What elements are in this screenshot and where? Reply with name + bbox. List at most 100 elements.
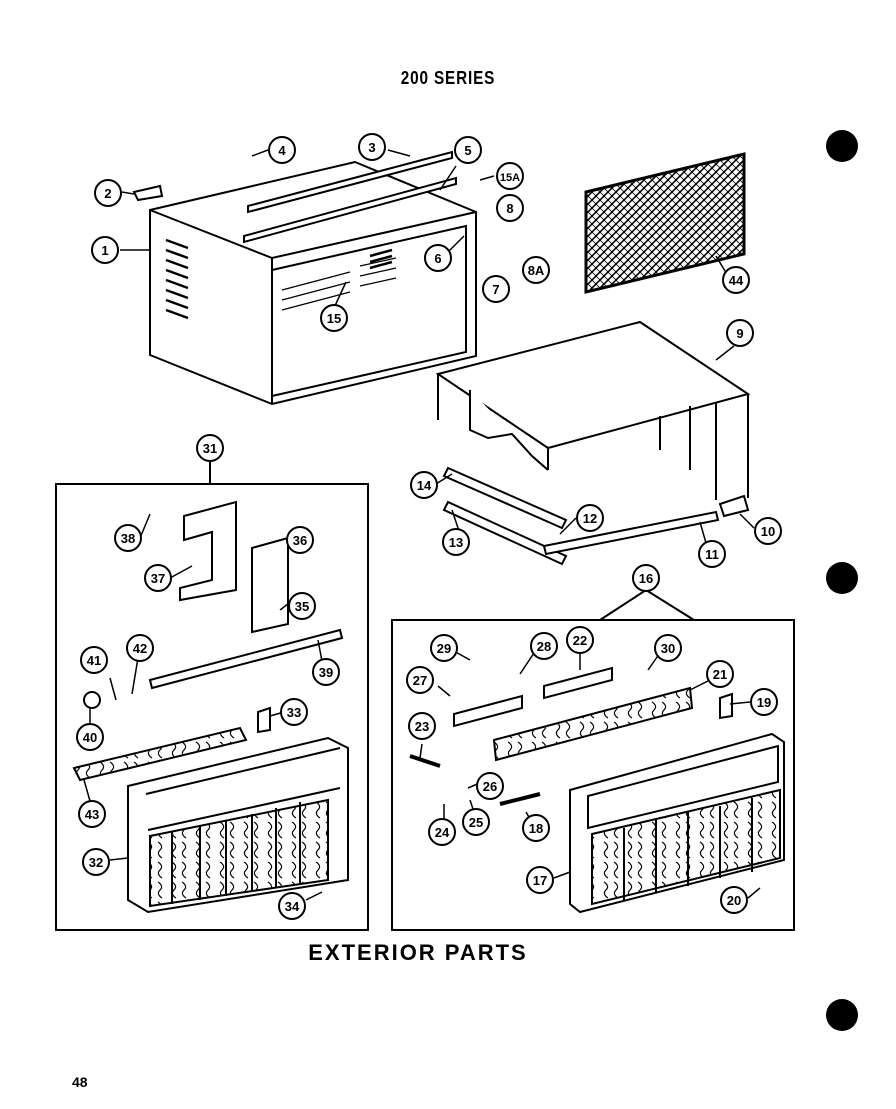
callout-42: 42 <box>126 634 154 662</box>
callout-label: 13 <box>449 535 463 550</box>
series-title: 200 SERIES <box>400 68 496 88</box>
cabinet-assembly <box>132 150 477 406</box>
right-kit-parts <box>409 666 785 914</box>
callout-20: 20 <box>720 886 748 914</box>
callout-label: 10 <box>761 524 775 539</box>
callout-label: 21 <box>713 667 727 682</box>
callout-label: 16 <box>639 571 653 586</box>
callout-label: 9 <box>736 326 743 341</box>
callout-38: 38 <box>114 524 142 552</box>
callout-32: 32 <box>82 848 110 876</box>
callout-label: 7 <box>492 282 499 297</box>
callout-label: 32 <box>89 855 103 870</box>
callout-label: 37 <box>151 571 165 586</box>
callout-label: 15A <box>500 172 520 184</box>
callout-label: 20 <box>727 893 741 908</box>
callout-31: 31 <box>196 434 224 462</box>
callout-label: 1 <box>101 243 108 258</box>
callout-label: 27 <box>413 673 427 688</box>
callout-28: 28 <box>530 632 558 660</box>
callout-label: 14 <box>417 478 432 493</box>
callout-label: 19 <box>757 695 771 710</box>
callout-24: 24 <box>428 818 456 846</box>
callout-label: 40 <box>83 730 97 745</box>
callout-18: 18 <box>522 814 550 842</box>
callout-16: 16 <box>632 564 660 592</box>
callout-30: 30 <box>654 634 682 662</box>
callout-label: 11 <box>705 547 719 562</box>
callout-3: 3 <box>358 133 386 161</box>
callout-label: 8 <box>506 201 513 216</box>
callout-label: 26 <box>483 779 497 794</box>
callout-4: 4 <box>268 136 296 164</box>
callout-label: 31 <box>203 441 217 456</box>
callout-10: 10 <box>754 517 782 545</box>
callout-9: 9 <box>726 319 754 347</box>
callout-6: 6 <box>424 244 452 272</box>
callout-label: 39 <box>319 665 333 680</box>
callout-label: 22 <box>573 633 587 648</box>
callout-label: 4 <box>278 143 286 158</box>
callout-33: 33 <box>280 698 308 726</box>
callout-36: 36 <box>286 526 314 554</box>
callout-35: 35 <box>288 592 316 620</box>
callout-34: 34 <box>278 892 306 920</box>
callout-7: 7 <box>482 275 510 303</box>
callout-label: 2 <box>104 186 111 201</box>
left-kit-parts <box>72 500 349 914</box>
callout-label: 17 <box>533 873 547 888</box>
callout-27: 27 <box>406 666 434 694</box>
callout-label: 33 <box>287 705 301 720</box>
callout-label: 36 <box>293 533 307 548</box>
callout-label: 30 <box>661 641 675 656</box>
callout-label: 5 <box>464 143 471 158</box>
callout-12: 12 <box>576 504 604 532</box>
callout-21: 21 <box>706 660 734 688</box>
callout-label: 23 <box>415 719 429 734</box>
callout-label: 42 <box>133 641 147 656</box>
callout-label: 18 <box>529 821 543 836</box>
bottom-rails <box>442 466 750 566</box>
callout-40: 40 <box>76 723 104 751</box>
callout-5: 5 <box>454 136 482 164</box>
callout-15: 15 <box>320 304 348 332</box>
section-title: EXTERIOR PARTS <box>308 940 528 965</box>
callout-44: 44 <box>722 266 750 294</box>
callout-11: 11 <box>698 540 726 568</box>
callout-label: 35 <box>295 599 309 614</box>
callout-label: 34 <box>285 899 300 914</box>
callout-8a: 8A <box>522 256 550 284</box>
callout-label: 12 <box>583 511 597 526</box>
callout-29: 29 <box>430 634 458 662</box>
callout-19: 19 <box>750 688 778 716</box>
callout-14: 14 <box>410 471 438 499</box>
registration-marks <box>826 130 858 1031</box>
air-filter <box>584 152 746 294</box>
callout-22: 22 <box>566 626 594 654</box>
standard-front-kit-box <box>391 619 795 931</box>
callout-13: 13 <box>442 528 470 556</box>
callout-23: 23 <box>408 712 436 740</box>
page-number: 48 <box>72 1074 88 1090</box>
callout-label: 24 <box>435 825 450 840</box>
callout-8: 8 <box>496 194 524 222</box>
callout-label: 43 <box>85 807 99 822</box>
callout-label: 25 <box>469 815 483 830</box>
callout-15a: 15A <box>496 162 524 190</box>
callout-43: 43 <box>78 800 106 828</box>
callout-26: 26 <box>476 772 504 800</box>
callout-label: 8A <box>528 263 545 278</box>
callout-label: 44 <box>729 273 744 288</box>
callout-label: 15 <box>327 311 341 326</box>
callout-label: 41 <box>87 653 101 668</box>
callout-25: 25 <box>462 808 490 836</box>
callout-39: 39 <box>312 658 340 686</box>
callout-label: 38 <box>121 531 135 546</box>
callout-37: 37 <box>144 564 172 592</box>
callout-2: 2 <box>94 179 122 207</box>
callout-label: 6 <box>434 251 441 266</box>
top-cover <box>435 320 751 500</box>
